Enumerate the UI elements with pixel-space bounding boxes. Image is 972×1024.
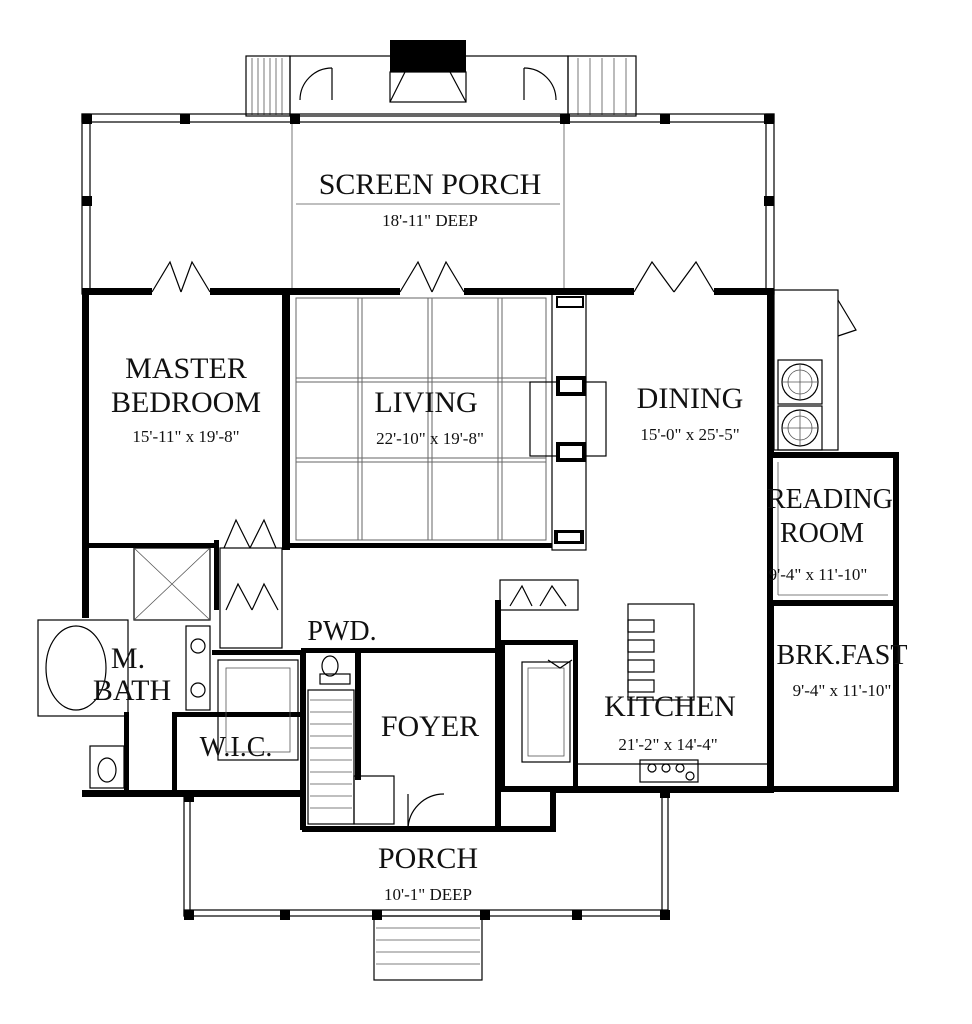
brk-fast-dim: 9'-4" x 11'-10" xyxy=(793,681,892,700)
interior-walls xyxy=(89,292,578,832)
rear-stairs-left xyxy=(245,55,291,117)
rear-landing xyxy=(289,55,569,117)
kitchen-pantry-doors xyxy=(499,579,579,611)
master-bath-fixtures xyxy=(37,547,211,789)
porch-dim: 10'-1" DEEP xyxy=(384,885,472,904)
master-bedroom-label-1: MASTER xyxy=(125,352,247,385)
pantry-fridge xyxy=(521,659,573,763)
m-bath-label-1: M. xyxy=(111,642,145,675)
porch-label: PORCH xyxy=(378,842,478,875)
kitchen-counters xyxy=(578,759,767,783)
kitchen-label: KITCHEN xyxy=(604,690,736,723)
kitchen-island xyxy=(627,603,695,701)
dining-dim: 15'-0" x 25'-5" xyxy=(640,425,739,444)
master-closet-doors xyxy=(219,518,283,649)
wic-label: W.I.C. xyxy=(200,732,273,763)
screen-porch-label: SCREEN PORCH xyxy=(319,168,542,201)
kitchen-dim: 21'-2" x 14'-4" xyxy=(618,735,717,754)
foyer-label: FOYER xyxy=(381,710,479,743)
master-bedroom-dim: 15'-11" x 19'-8" xyxy=(132,427,239,446)
french-doors-porch xyxy=(151,260,715,293)
living-fireplace xyxy=(529,293,607,551)
reading-breakfast-walls xyxy=(767,452,899,792)
screen-porch-dim: 18'-11" DEEP xyxy=(382,211,478,230)
front-porch-enclosure xyxy=(183,788,670,920)
powder-room-fixtures xyxy=(319,655,351,685)
reading-room-label-1: READING xyxy=(767,484,893,515)
rear-fireplace xyxy=(389,40,467,103)
hvac-units xyxy=(773,289,857,451)
master-bedroom-label-2: BEDROOM xyxy=(111,386,261,419)
dining-label: DINING xyxy=(637,382,744,415)
room-labels: SCREEN PORCH 18'-11" DEEP MASTER BEDROOM… xyxy=(93,168,908,904)
brk-fast-label: BRK.FAST xyxy=(777,640,908,671)
living-dim: 22'-10" x 19'-8" xyxy=(376,429,484,448)
main-stair xyxy=(307,689,395,825)
living-label: LIVING xyxy=(374,386,477,419)
front-steps xyxy=(373,915,483,981)
screen-porch-enclosure xyxy=(81,113,775,295)
rear-stairs-right xyxy=(567,55,637,117)
pwd-label: PWD. xyxy=(307,616,376,647)
living-ceiling-grid xyxy=(295,297,547,541)
front-door xyxy=(407,793,445,831)
walk-in-closet xyxy=(217,659,299,761)
reading-room-label-2: ROOM xyxy=(780,518,864,549)
reading-room-dim: 9'-4" x 11'-10" xyxy=(769,565,868,584)
m-bath-label-2: BATH xyxy=(93,674,171,707)
